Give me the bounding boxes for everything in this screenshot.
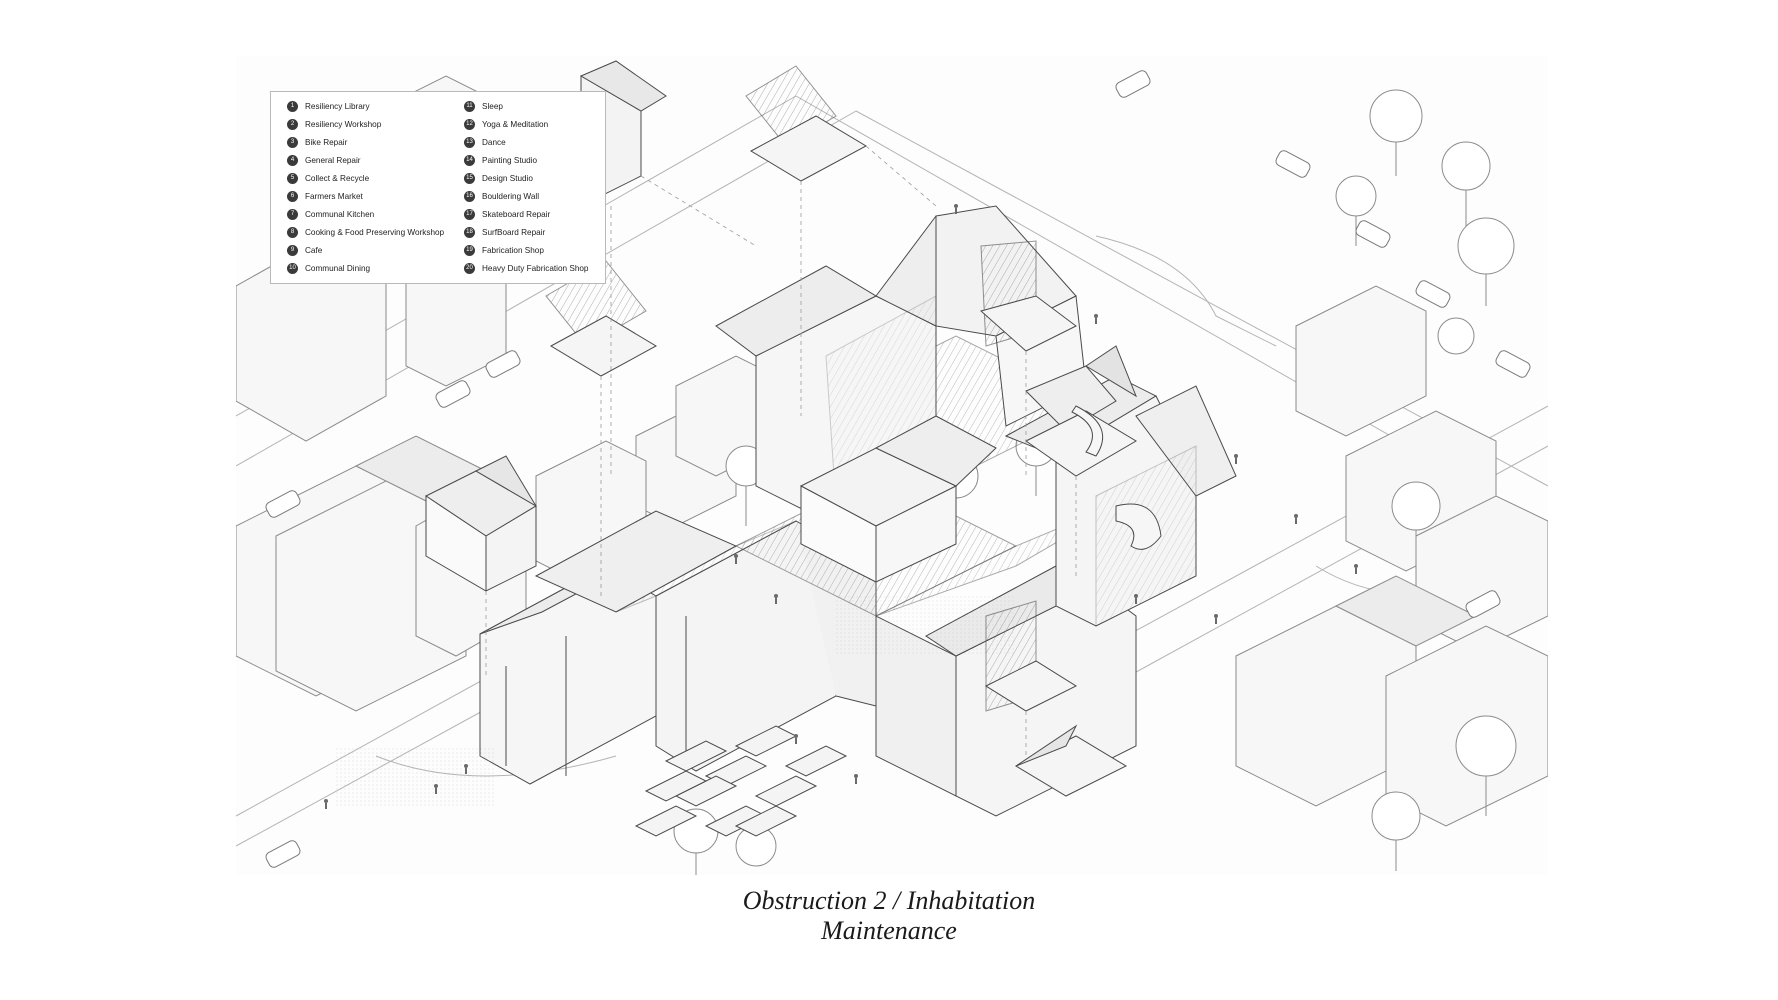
axonometric-drawing [236, 56, 1548, 875]
context-buildings [236, 75, 1548, 827]
market-stalls [634, 725, 848, 837]
legend-label: Communal Kitchen [305, 209, 375, 219]
legend-number-marker: 10 [287, 262, 298, 274]
legend-label: Yoga & Meditation [482, 119, 549, 129]
plaza-ground [336, 746, 496, 806]
legend-number-marker: 17 [464, 208, 475, 220]
axonometric-linework [236, 56, 1548, 875]
legend-item: 4 General Repair [287, 153, 361, 167]
legend-item: 18 SurfBoard Repair [464, 225, 545, 239]
legend-item: 2 Resiliency Workshop [287, 117, 381, 131]
legend-label: Skateboard Repair [482, 209, 551, 219]
legend-label: Resiliency Workshop [305, 119, 382, 129]
legend-label: General Repair [305, 155, 361, 165]
legend-item: 13 Dance [464, 135, 506, 149]
legend-item: 15 Design Studio [464, 171, 533, 185]
legend-label: SurfBoard Repair [482, 227, 546, 237]
legend-number-marker: 8 [287, 226, 298, 238]
legend-label: Fabrication Shop [482, 245, 544, 255]
floating-pavilions [425, 60, 1138, 797]
legend-number-marker: 6 [287, 190, 298, 202]
legend-label: Resiliency Library [305, 101, 370, 111]
legend-number-marker: 1 [287, 100, 298, 112]
legend-item: 7 Communal Kitchen [287, 207, 374, 221]
legend-number-marker: 14 [464, 154, 475, 166]
legend-number-marker: 15 [464, 172, 475, 184]
courtyard-ground [836, 596, 1016, 656]
legend-label: Cooking & Food Preserving Workshop [305, 227, 445, 237]
legend-number-marker: 5 [287, 172, 298, 184]
legend-number-marker: 4 [287, 154, 298, 166]
legend-label: Painting Studio [482, 155, 538, 165]
legend-item: 8 Cooking & Food Preserving Workshop [287, 225, 444, 239]
legend-number-marker: 20 [464, 262, 475, 274]
cars [265, 70, 1531, 868]
legend-item: 10 Communal Dining [287, 261, 370, 275]
legend-label: Dance [482, 137, 506, 147]
legend-item: 17 Skateboard Repair [464, 207, 550, 221]
people [324, 204, 1358, 809]
legend-number-marker: 7 [287, 208, 298, 220]
legend-number-marker: 2 [287, 118, 298, 130]
legend-number-marker: 3 [287, 136, 298, 148]
legend-item: 19 Fabrication Shop [464, 243, 544, 257]
legend-label: Bouldering Wall [482, 191, 540, 201]
legend-item: 20 Heavy Duty Fabrication Shop [464, 261, 589, 275]
caption-line-1: Obstruction 2 / Inhabitation [742, 886, 1036, 915]
legend-label: Heavy Duty Fabrication Shop [482, 263, 589, 273]
legend-number-marker: 16 [464, 190, 475, 202]
legend-number-marker: 11 [464, 100, 475, 112]
legend-item: 3 Bike Repair [287, 135, 347, 149]
legend-label: Sleep [482, 101, 503, 111]
drawing-caption: Obstruction 2 / Inhabitation Maintenance [0, 886, 1778, 946]
legend-item: 5 Collect & Recycle [287, 171, 369, 185]
legend-item: 14 Painting Studio [464, 153, 537, 167]
legend-number-marker: 9 [287, 244, 298, 256]
legend-label: Cafe [305, 245, 323, 255]
projection-lines [485, 145, 1077, 756]
legend-label: Communal Dining [305, 263, 371, 273]
legend-item: 12 Yoga & Meditation [464, 117, 548, 131]
legend-label: Design Studio [482, 173, 533, 183]
legend-item: 1 Resiliency Library [287, 99, 370, 113]
legend-item: 9 Cafe [287, 243, 322, 257]
legend-label: Collect & Recycle [305, 173, 370, 183]
program-legend: 1 Resiliency Library 2 Resiliency Worksh… [270, 91, 606, 284]
legend-label: Bike Repair [305, 137, 348, 147]
legend-item: 16 Bouldering Wall [464, 189, 539, 203]
legend-item: 11 Sleep [464, 99, 503, 113]
legend-number-marker: 12 [464, 118, 475, 130]
legend-item: 6 Farmers Market [287, 189, 363, 203]
caption-line-2: Maintenance [821, 916, 957, 945]
legend-number-marker: 13 [464, 136, 475, 148]
curved-benches [1071, 405, 1162, 550]
legend-number-marker: 19 [464, 244, 475, 256]
legend-label: Farmers Market [305, 191, 363, 201]
pavilion-center [799, 415, 997, 583]
legend-number-marker: 18 [464, 226, 475, 238]
